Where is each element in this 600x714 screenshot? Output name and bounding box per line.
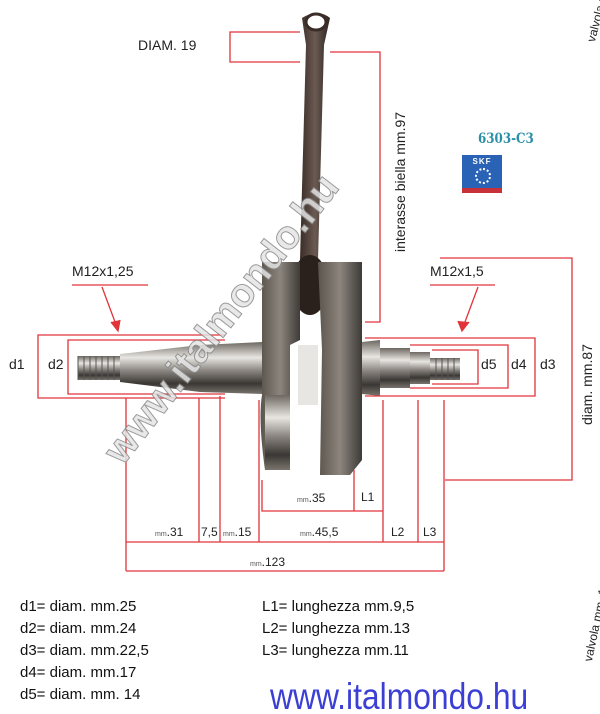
left-shaft xyxy=(77,342,262,394)
legend-d3: d3= diam. mm.22,5 xyxy=(20,642,149,659)
dim-L3: L3 xyxy=(423,525,437,539)
legend-L1: L1= lunghezza mm.9,5 xyxy=(262,598,415,615)
bearing-code: 6303-C3 xyxy=(478,131,534,147)
interasse-label: interasse biella mm.97 xyxy=(392,111,408,252)
d1-label: d1 xyxy=(9,356,25,372)
dimension-lines xyxy=(37,31,573,572)
dim-15: mm.15 xyxy=(223,525,252,539)
crank-webs xyxy=(260,262,362,475)
legend-d5: d5= diam. mm. 14 xyxy=(20,686,141,703)
d3-label: d3 xyxy=(540,356,556,372)
dim-123: mm.123 xyxy=(250,555,286,569)
thread-left-label: M12x1,25 xyxy=(72,263,134,279)
dim-L1: L1 xyxy=(361,490,375,504)
bearing-icon xyxy=(475,168,491,184)
legend-d2: d2= diam. mm.24 xyxy=(20,620,137,637)
dim-L2: L2 xyxy=(391,525,405,539)
legend-L2: L2= lunghezza mm.13 xyxy=(262,620,411,637)
dim-35: mm.35 xyxy=(297,491,326,505)
web-diameter-label: diam. mm.87 xyxy=(579,344,595,425)
right-shaft xyxy=(362,340,460,396)
legend-d4: d4= diam. mm.17 xyxy=(20,664,137,681)
rod-diameter-label: DIAM. 19 xyxy=(138,37,197,53)
thread-right-label: M12x1,5 xyxy=(430,263,484,279)
dim-7-5: 7,5 xyxy=(201,525,218,539)
length-legend: L1= lunghezza mm.9,5 L2= lunghezza mm.13… xyxy=(262,596,414,662)
diameter-legend: d1= diam. mm.25 d2= diam. mm.24 d3= diam… xyxy=(20,596,149,706)
dim-45-5: mm.45,5 xyxy=(300,525,339,539)
skf-logo: SKF xyxy=(462,155,502,193)
website-link[interactable]: www.italmondo.hu xyxy=(270,676,529,714)
legend-d1: d1= diam. mm.25 xyxy=(20,598,137,615)
dim-31: mm.31 xyxy=(155,525,184,539)
d2-label: d2 xyxy=(48,356,64,372)
legend-L3: L3= lunghezza mm.11 xyxy=(262,642,409,659)
d4-label: d4 xyxy=(511,356,527,372)
d5-label: d5 xyxy=(481,356,497,372)
skf-logo-text: SKF xyxy=(472,157,492,166)
